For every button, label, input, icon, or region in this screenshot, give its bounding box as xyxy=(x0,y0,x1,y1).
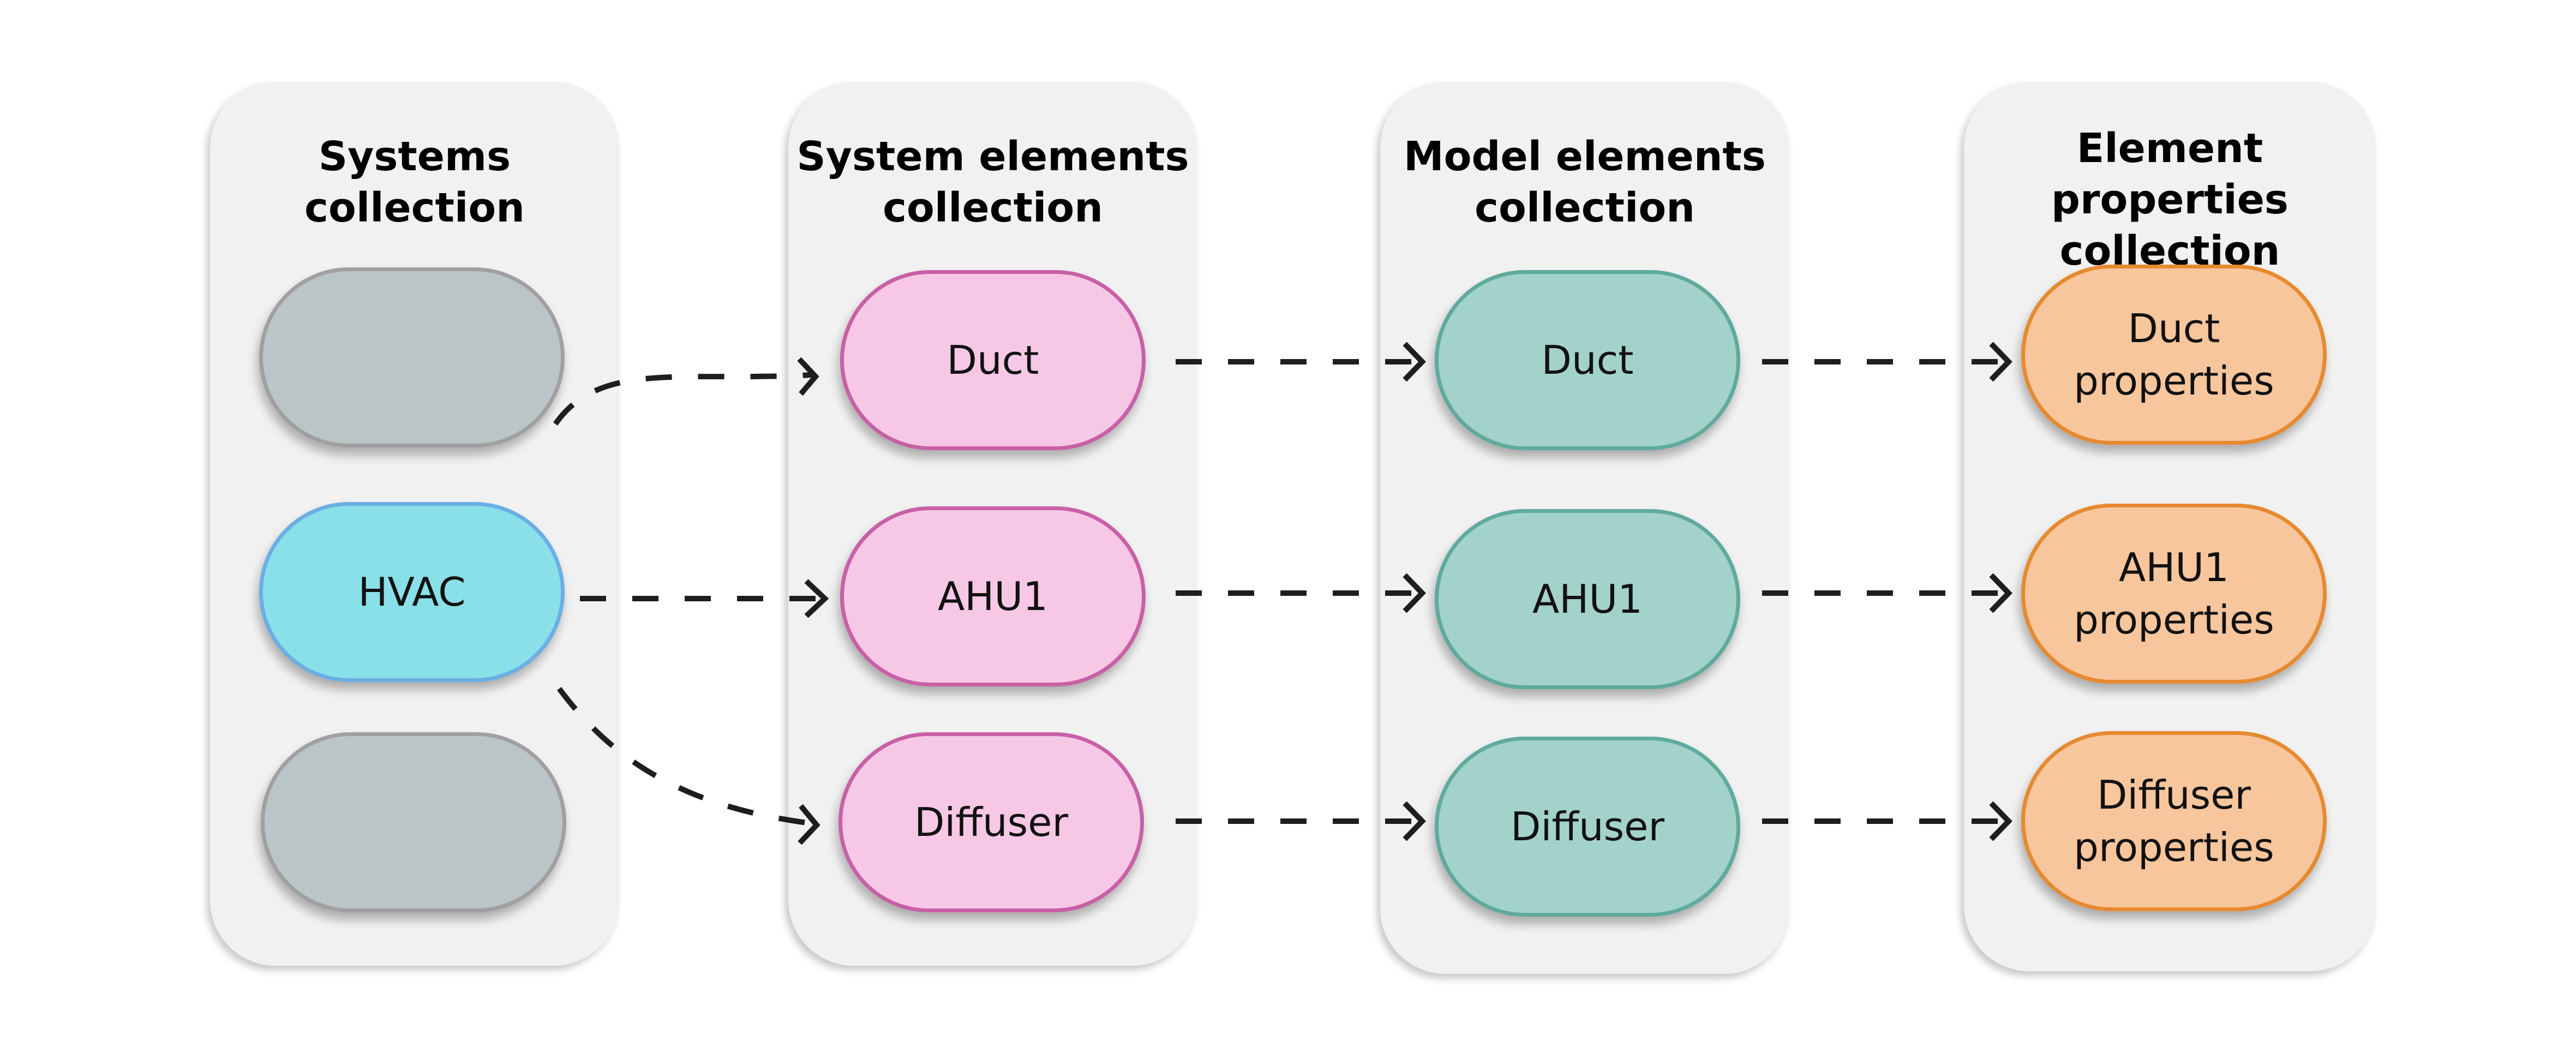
panel-model-elements-collection: Model elements collection Duct AHU1 Diff… xyxy=(1380,82,1789,974)
panel-title: Systems collection xyxy=(304,133,525,231)
panel-systems-collection: Systems collection HVAC xyxy=(210,82,619,966)
panel-title: Element properties collection xyxy=(2051,125,2289,274)
panel-title: Model elements collection xyxy=(1404,133,1766,231)
panel-system-elements-collection: System elements collection Duct AHU1 Dif… xyxy=(788,82,1197,966)
panel-element-properties-collection: Element properties collection Duct prope… xyxy=(1964,82,2376,971)
node-system-element-diffuser[interactable]: Diffuser xyxy=(838,732,1144,912)
node-system-blank-2[interactable] xyxy=(261,732,566,912)
node-system-element-ahu1[interactable]: AHU1 xyxy=(840,506,1146,686)
node-hvac[interactable]: HVAC xyxy=(259,502,565,682)
node-duct-properties[interactable]: Duct properties xyxy=(2021,265,2327,445)
node-system-blank-1[interactable] xyxy=(259,267,565,447)
node-system-element-duct[interactable]: Duct xyxy=(840,270,1146,450)
node-model-element-ahu1[interactable]: AHU1 xyxy=(1435,509,1740,689)
node-model-element-diffuser[interactable]: Diffuser xyxy=(1435,737,1740,917)
node-model-element-duct[interactable]: Duct xyxy=(1435,270,1740,450)
node-ahu1-properties[interactable]: AHU1 properties xyxy=(2021,504,2327,684)
panel-title: System elements collection xyxy=(796,133,1189,231)
node-diffuser-properties[interactable]: Diffuser properties xyxy=(2021,731,2327,911)
